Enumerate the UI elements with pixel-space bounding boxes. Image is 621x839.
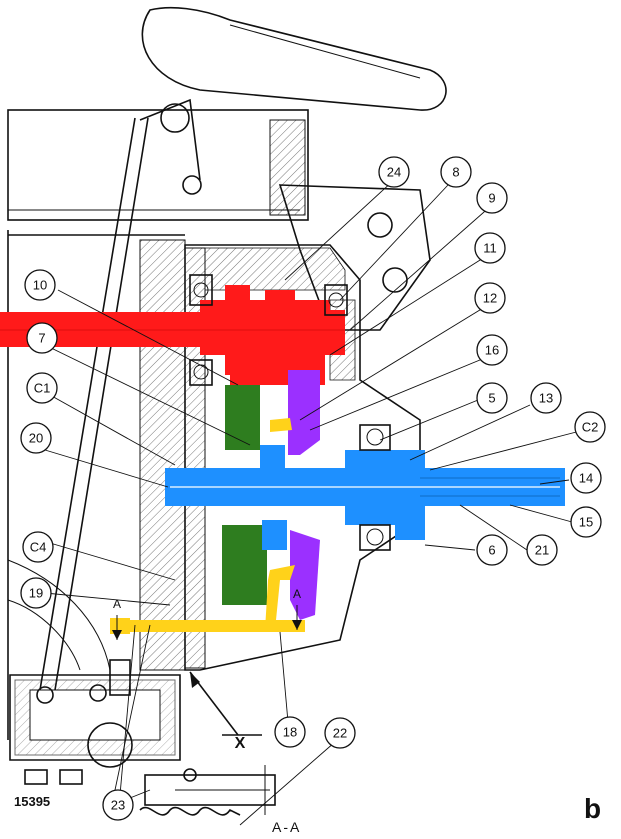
callout-circle <box>476 534 508 566</box>
callout-label-22: 22 <box>333 726 347 741</box>
callout-circle <box>570 506 602 538</box>
callout-23: 23 <box>102 789 134 821</box>
callout-22: 22 <box>324 717 356 749</box>
callout-circle <box>324 717 356 749</box>
callout-label-18: 18 <box>283 725 297 740</box>
callout-label-23: 23 <box>111 798 125 813</box>
callout-circle <box>476 382 508 414</box>
callout-19: 19 <box>20 577 52 609</box>
callout-11: 11 <box>474 232 506 264</box>
callout-circle <box>530 382 562 414</box>
callout-circle <box>474 282 506 314</box>
callout-label-9: 9 <box>488 191 495 206</box>
output-shaft-blue <box>165 445 565 550</box>
callout-label-19: 19 <box>29 586 43 601</box>
callout-circle <box>526 534 558 566</box>
callout-10: 10 <box>24 269 56 301</box>
callout-circle <box>574 411 606 443</box>
callout-circle <box>474 232 506 264</box>
callout-label-20: 20 <box>29 431 43 446</box>
callout-label-15: 15 <box>579 515 593 530</box>
callout-circle <box>274 716 306 748</box>
leader-lines <box>44 179 585 826</box>
callout-circle <box>570 462 602 494</box>
callout-circle <box>440 156 472 188</box>
figure-number: 15395 <box>14 794 50 809</box>
callout-21: 21 <box>526 534 558 566</box>
section-arrow-left: A <box>112 597 122 640</box>
callout-label-7: 7 <box>38 331 45 346</box>
callout-circle <box>378 156 410 188</box>
callout-circle <box>20 422 52 454</box>
callout-label-16: 16 <box>485 343 499 358</box>
callout-15: 15 <box>570 506 602 538</box>
callout-label-11: 11 <box>483 241 497 256</box>
callout-circle <box>102 789 134 821</box>
callout-label-14: 14 <box>579 471 593 486</box>
callout-16: 16 <box>476 334 508 366</box>
callout-label-c4: C4 <box>30 540 47 555</box>
callout-circle <box>24 269 56 301</box>
housing-outline <box>7 6 447 816</box>
green-gear-lower <box>222 525 267 605</box>
callout-18: 18 <box>274 716 306 748</box>
callout-circle <box>476 182 508 214</box>
section-arrow-label-right: A <box>293 587 301 601</box>
section-arrow-label-left: A <box>113 597 121 611</box>
callout-c4: C4 <box>22 531 54 563</box>
section-arrow-right: A <box>292 587 302 630</box>
callout-circle <box>20 577 52 609</box>
section-mark-label: A-A <box>272 819 301 835</box>
callout-label-10: 10 <box>33 278 47 293</box>
callout-circle <box>26 322 58 354</box>
callout-label-5: 5 <box>488 391 495 406</box>
callout-20: 20 <box>20 422 52 454</box>
callout-label-c2: C2 <box>582 420 599 435</box>
callout-6: 6 <box>476 534 508 566</box>
callout-12: 12 <box>474 282 506 314</box>
view-x-label: X <box>235 735 246 752</box>
callout-circle <box>476 334 508 366</box>
panel-letter: b <box>584 793 601 824</box>
view-x-indicator: X <box>189 671 262 752</box>
callout-c2: C2 <box>574 411 606 443</box>
callout-label-6: 6 <box>488 543 495 558</box>
shift-fork-yellow <box>110 418 305 634</box>
green-gear-upper <box>225 385 260 450</box>
purple-gear-lower <box>290 530 320 620</box>
bearings <box>189 274 391 551</box>
callout-label-12: 12 <box>483 291 497 306</box>
callout-9: 9 <box>476 182 508 214</box>
callout-label-c1: C1 <box>34 381 51 396</box>
callout-label-8: 8 <box>452 165 459 180</box>
callout-7: 7 <box>26 322 58 354</box>
callout-label-24: 24 <box>387 165 401 180</box>
callout-label-13: 13 <box>539 391 553 406</box>
callout-circle <box>22 531 54 563</box>
callout-c1: C1 <box>26 372 58 404</box>
callout-24: 24 <box>378 156 410 188</box>
callout-label-21: 21 <box>535 543 549 558</box>
callout-circle <box>26 372 58 404</box>
callout-14: 14 <box>570 462 602 494</box>
callout-5: 5 <box>476 382 508 414</box>
callout-13: 13 <box>530 382 562 414</box>
callout-8: 8 <box>440 156 472 188</box>
purple-gear-upper <box>288 370 320 455</box>
